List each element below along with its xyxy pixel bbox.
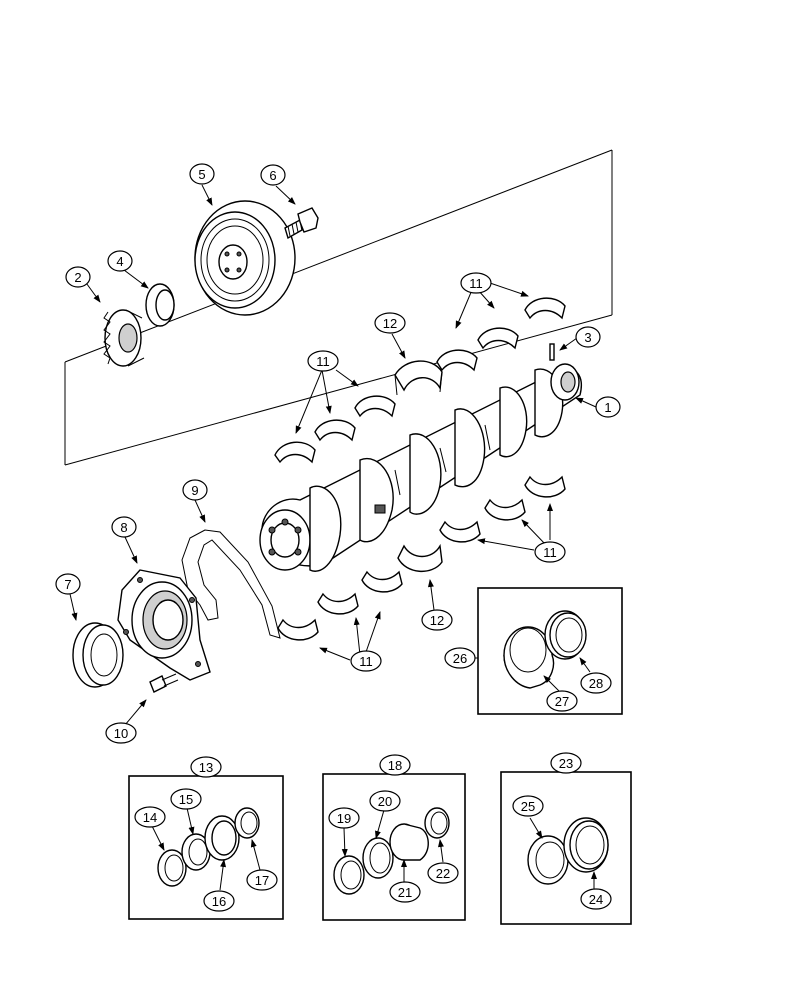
rear-seal bbox=[72, 622, 124, 688]
svg-text:8: 8 bbox=[120, 520, 127, 535]
callout-25: 25 bbox=[512, 795, 544, 817]
svg-text:22: 22 bbox=[436, 866, 450, 881]
ring-15 bbox=[181, 833, 211, 871]
callout-19: 19 bbox=[328, 807, 360, 829]
callout-14: 14 bbox=[134, 806, 166, 828]
callout-11-upper-right: 11 bbox=[460, 272, 492, 294]
svg-text:11: 11 bbox=[543, 545, 557, 560]
callout-22: 22 bbox=[427, 862, 459, 884]
rear-seal-housing bbox=[117, 569, 211, 681]
sleeve-27 bbox=[503, 626, 555, 689]
callout-4: 4 bbox=[107, 250, 133, 272]
callout-2: 2 bbox=[65, 266, 91, 288]
svg-text:13: 13 bbox=[199, 760, 213, 775]
callout-24: 24 bbox=[580, 888, 612, 910]
crankshaft-key bbox=[549, 343, 555, 361]
svg-text:11: 11 bbox=[469, 276, 483, 291]
ring-22 bbox=[424, 807, 450, 839]
kit-box-18 bbox=[322, 773, 466, 921]
kit-box-23 bbox=[500, 771, 632, 925]
callouts: 1 2 3 4 5 6 7 8 bbox=[55, 163, 621, 912]
svg-text:24: 24 bbox=[589, 892, 603, 907]
callout-9: 9 bbox=[182, 479, 208, 501]
housing-bolt bbox=[149, 673, 179, 693]
svg-text:26: 26 bbox=[453, 651, 467, 666]
svg-text:1: 1 bbox=[604, 400, 611, 415]
svg-text:28: 28 bbox=[589, 676, 603, 691]
callout-23: 23 bbox=[550, 752, 582, 774]
callout-12-lower: 12 bbox=[421, 609, 453, 631]
svg-text:9: 9 bbox=[191, 483, 198, 498]
crankshaft bbox=[259, 363, 582, 572]
svg-text:21: 21 bbox=[398, 885, 412, 900]
svg-text:27: 27 bbox=[555, 694, 569, 709]
svg-text:10: 10 bbox=[114, 726, 128, 741]
ring-20 bbox=[362, 837, 394, 879]
callout-15: 15 bbox=[170, 788, 202, 810]
sleeve-16 bbox=[204, 815, 240, 861]
callout-8: 8 bbox=[111, 516, 137, 538]
upper-thrust-bearing bbox=[394, 360, 443, 396]
svg-text:18: 18 bbox=[388, 758, 402, 773]
ring-25 bbox=[527, 835, 569, 885]
svg-text:11: 11 bbox=[316, 354, 330, 369]
crank-gear bbox=[103, 309, 145, 367]
svg-text:4: 4 bbox=[116, 254, 123, 269]
sleeve-24 bbox=[563, 817, 609, 873]
upper-bearing-shells bbox=[274, 297, 566, 464]
callout-20: 20 bbox=[369, 790, 401, 812]
seal-14 bbox=[157, 849, 187, 887]
sleeve-21 bbox=[389, 823, 429, 861]
callout-26: 26 bbox=[444, 647, 476, 669]
svg-text:14: 14 bbox=[143, 810, 157, 825]
callout-1: 1 bbox=[595, 396, 621, 418]
svg-text:2: 2 bbox=[74, 270, 81, 285]
ring-17 bbox=[234, 807, 260, 839]
svg-text:20: 20 bbox=[378, 794, 392, 809]
kit-box-26 bbox=[472, 587, 623, 715]
svg-text:11: 11 bbox=[359, 654, 373, 669]
callout-18: 18 bbox=[379, 754, 411, 776]
callout-11-upper-left: 11 bbox=[307, 350, 339, 372]
callout-17: 17 bbox=[246, 869, 278, 891]
seal-19 bbox=[333, 855, 365, 895]
callout-11-lower-left: 11 bbox=[350, 650, 382, 672]
svg-text:25: 25 bbox=[521, 799, 535, 814]
callout-27: 27 bbox=[546, 690, 578, 712]
callout-11-lower-right: 11 bbox=[534, 541, 566, 563]
svg-text:16: 16 bbox=[212, 894, 226, 909]
pulley-bolt bbox=[284, 207, 319, 240]
svg-text:6: 6 bbox=[269, 168, 276, 183]
callout-3: 3 bbox=[575, 326, 601, 348]
damper-pulley bbox=[194, 200, 296, 316]
seal-28 bbox=[544, 610, 587, 660]
callout-13: 13 bbox=[190, 756, 222, 778]
gear-spacer bbox=[145, 283, 175, 327]
svg-text:12: 12 bbox=[430, 613, 444, 628]
svg-text:23: 23 bbox=[559, 756, 573, 771]
callout-12-upper: 12 bbox=[374, 312, 406, 334]
svg-text:5: 5 bbox=[198, 167, 205, 182]
lower-thrust-bearing bbox=[397, 543, 443, 572]
callout-16: 16 bbox=[203, 890, 235, 912]
lower-bearing-shells bbox=[277, 475, 566, 641]
callout-7: 7 bbox=[55, 573, 81, 595]
callout-6: 6 bbox=[260, 164, 286, 186]
callout-10: 10 bbox=[105, 722, 137, 744]
callout-28: 28 bbox=[580, 672, 612, 694]
front-subassembly-outline bbox=[64, 149, 613, 466]
svg-text:17: 17 bbox=[255, 873, 269, 888]
svg-text:15: 15 bbox=[179, 792, 193, 807]
callout-5: 5 bbox=[189, 163, 215, 185]
svg-text:12: 12 bbox=[383, 316, 397, 331]
svg-text:3: 3 bbox=[584, 330, 591, 345]
callout-21: 21 bbox=[389, 881, 421, 903]
svg-text:19: 19 bbox=[337, 811, 351, 826]
svg-text:7: 7 bbox=[64, 577, 71, 592]
